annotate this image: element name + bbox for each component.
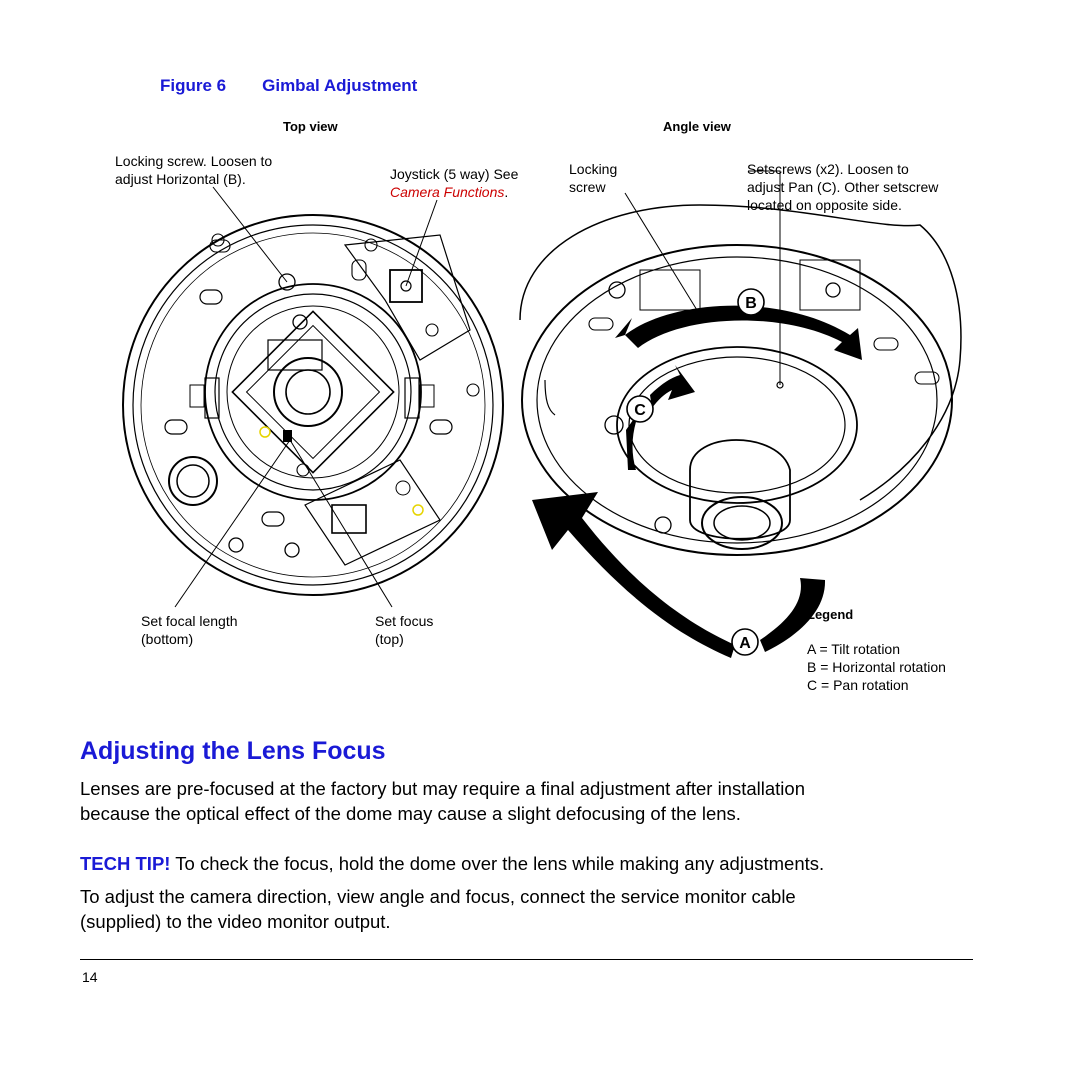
tech-tip-label: TECH TIP! <box>80 853 171 874</box>
figure-title: Figure 6 Gimbal Adjustment <box>160 76 417 96</box>
focus-ring-markers <box>259 426 424 516</box>
setscrews-callout: Setscrews (x2). Loosen to adjust Pan (C)… <box>747 161 939 213</box>
svg-text:C: C <box>634 402 646 419</box>
legend-item-c: C = Pan rotation <box>807 677 909 693</box>
focal-length-callout: Set focal length (bottom) <box>141 613 238 647</box>
figure-caption: Gimbal Adjustment <box>262 76 418 95</box>
angle-view-label: Angle view <box>663 119 731 134</box>
angle-view-drawing <box>519 170 962 556</box>
marker-a: A <box>731 628 759 656</box>
gimbal-illustration: B C A <box>122 170 962 658</box>
figure-number: Figure 6 <box>160 76 227 95</box>
svg-text:A: A <box>739 635 751 652</box>
connect-paragraph: To adjust the camera direction, view ang… <box>80 886 796 932</box>
page-number: 14 <box>82 969 98 985</box>
rotation-arrows <box>532 305 862 658</box>
intro-paragraph: Lenses are pre-focused at the factory bu… <box>80 778 805 824</box>
top-view-drawing <box>122 186 504 608</box>
svg-text:B: B <box>745 295 757 312</box>
legend: Legend A = Tilt rotation B = Horizontal … <box>807 607 946 694</box>
legend-title: Legend <box>807 607 854 622</box>
top-view-label: Top view <box>283 119 338 134</box>
tech-tip: TECH TIP! To check the focus, hold the d… <box>80 851 980 876</box>
locking-screw-callout: Locking screw. Loosen to adjust Horizont… <box>115 153 273 187</box>
legend-item-a: A = Tilt rotation <box>807 641 900 657</box>
camera-functions-link[interactable]: Camera Functions <box>390 184 505 200</box>
marker-c: C <box>626 395 654 423</box>
joystick-callout: Joystick (5 way) See Camera Functions. <box>390 166 519 200</box>
angle-locking-screw-callout: Locking screw <box>569 161 618 195</box>
section-heading: Adjusting the Lens Focus <box>80 737 386 765</box>
focus-callout: Set focus (top) <box>375 613 434 647</box>
footer-divider <box>80 959 973 960</box>
legend-item-b: B = Horizontal rotation <box>807 659 946 675</box>
marker-b: B <box>737 288 765 316</box>
tech-tip-text: To check the focus, hold the dome over t… <box>170 853 825 874</box>
